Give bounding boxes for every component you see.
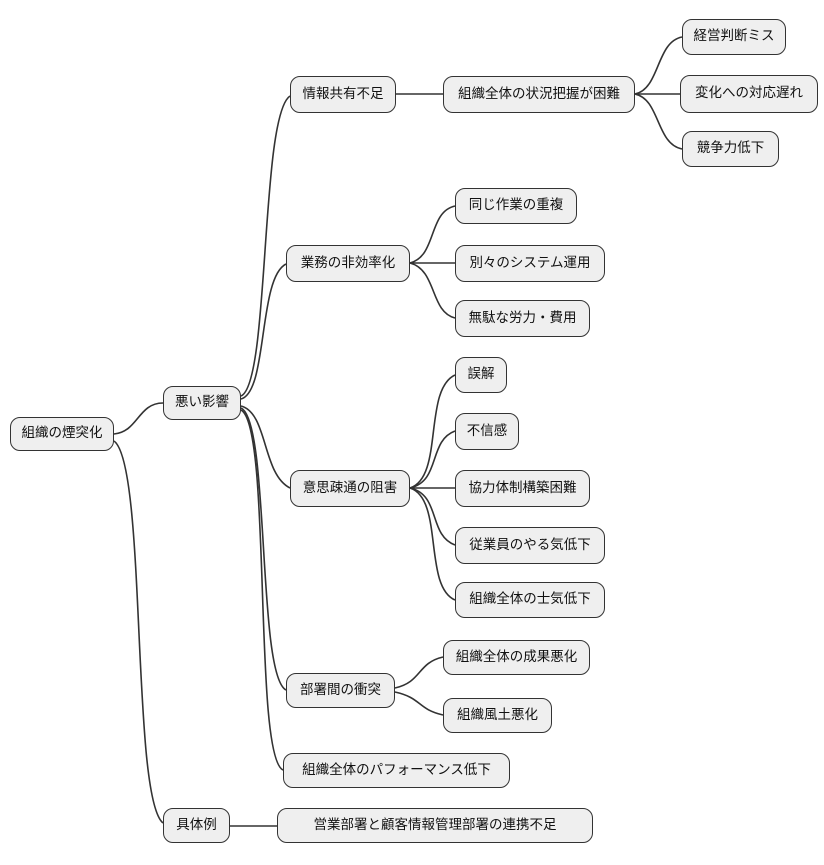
edge-communication-distrust bbox=[409, 430, 456, 489]
node-duplicate-work: 同じ作業の重複 bbox=[455, 188, 577, 224]
node-mgmt-mistake: 経営判断ミス bbox=[682, 19, 786, 55]
edge-inefficiency-wasted-effort bbox=[409, 262, 456, 319]
node-morale-down: 組織全体の士気低下 bbox=[455, 582, 605, 618]
node-bad-effects: 悪い影響 bbox=[163, 386, 241, 420]
node-communication: 意思疎通の阻害 bbox=[290, 470, 410, 507]
edge-bad-effects-info-sharing bbox=[240, 95, 291, 397]
node-situation-grasp: 組織全体の状況把握が困難 bbox=[443, 76, 635, 113]
node-culture-worse: 組織風土悪化 bbox=[443, 698, 552, 733]
node-root: 組織の煙突化 bbox=[10, 417, 114, 451]
edge-communication-misunderstanding bbox=[409, 374, 456, 489]
edge-dept-conflict-results-worse bbox=[394, 656, 444, 689]
node-info-sharing: 情報共有不足 bbox=[290, 76, 396, 113]
node-cooperation: 協力体制構築困難 bbox=[455, 470, 590, 507]
edge-bad-effects-performance-down bbox=[240, 409, 284, 771]
node-results-worse: 組織全体の成果悪化 bbox=[443, 640, 590, 675]
edge-communication-morale-down bbox=[409, 487, 456, 601]
node-distrust: 不信感 bbox=[455, 413, 519, 450]
edge-situation-grasp-competitiveness bbox=[634, 93, 683, 150]
edge-situation-grasp-mgmt-mistake bbox=[634, 36, 683, 95]
node-sales-crm-gap: 営業部署と顧客情報管理部署の連携不足 bbox=[277, 808, 593, 843]
edge-inefficiency-duplicate-work bbox=[409, 205, 456, 264]
edge-root-bad-effects bbox=[113, 402, 164, 435]
edge-bad-effects-inefficiency bbox=[240, 263, 287, 400]
node-wasted-effort: 無駄な労力・費用 bbox=[455, 300, 590, 337]
node-slow-response: 変化への対応遅れ bbox=[680, 75, 818, 113]
edge-root-examples bbox=[113, 440, 164, 824]
node-examples: 具体例 bbox=[163, 808, 230, 843]
edge-communication-motivation-down bbox=[409, 487, 456, 546]
edge-bad-effects-communication bbox=[240, 405, 291, 489]
node-motivation-down: 従業員のやる気低下 bbox=[455, 527, 605, 564]
node-performance-down: 組織全体のパフォーマンス低下 bbox=[283, 753, 510, 788]
node-misunderstanding: 誤解 bbox=[455, 357, 507, 393]
node-competitiveness: 競争力低下 bbox=[682, 131, 779, 167]
edge-dept-conflict-culture-worse bbox=[394, 691, 444, 716]
node-inefficiency: 業務の非効率化 bbox=[286, 245, 410, 282]
node-separate-systems: 別々のシステム運用 bbox=[455, 245, 605, 282]
edge-bad-effects-dept-conflict bbox=[240, 407, 287, 691]
node-dept-conflict: 部署間の衝突 bbox=[286, 673, 395, 708]
